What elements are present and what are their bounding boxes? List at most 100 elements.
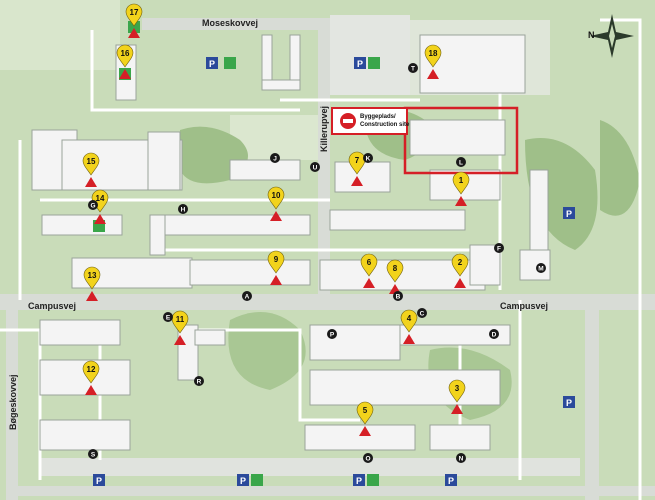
parking-icon — [353, 474, 365, 486]
svg-text:P: P — [240, 476, 246, 486]
accessible-parking-icon — [368, 57, 380, 69]
parking-icon — [563, 396, 575, 408]
building-marker-7[interactable]: 7 — [348, 151, 366, 186]
compass-north-label: N — [588, 30, 595, 40]
entrance-label: C — [420, 311, 425, 318]
building-marker-2[interactable]: 2 — [451, 253, 469, 288]
entrance-j[interactable]: J — [270, 153, 280, 163]
parking-icon — [445, 474, 457, 486]
entrance-label: U — [313, 165, 318, 172]
building-marker-label: 18 — [429, 49, 438, 58]
building-marker-label: 15 — [87, 157, 96, 166]
entrance-label: S — [91, 452, 96, 459]
entrance-e[interactable]: E — [163, 312, 173, 322]
entrance-a[interactable]: A — [242, 291, 252, 301]
entrance-f[interactable]: F — [494, 243, 504, 253]
building-marker-1[interactable]: 1 — [452, 171, 470, 206]
svg-text:P: P — [209, 59, 215, 69]
accessible-parking-icon — [367, 474, 379, 486]
entrance-label: N — [459, 456, 464, 463]
entrance-u[interactable]: U — [310, 162, 320, 172]
svg-text:P: P — [96, 476, 102, 486]
entrance-label: H — [181, 207, 186, 214]
building-marker-label: 10 — [272, 191, 281, 200]
entrance-label: K — [366, 156, 371, 163]
entrance-label: F — [497, 246, 501, 253]
entrance-c[interactable]: C — [417, 308, 427, 318]
street-label-killerupvej: Killerupvej — [319, 105, 329, 152]
construction-site-label-1: Byggeplads/ — [360, 114, 396, 120]
building-marker-12[interactable]: 12 — [82, 360, 100, 395]
building-marker-label: 1 — [459, 176, 464, 185]
building-marker-label: 11 — [176, 315, 185, 324]
building-marker-16[interactable]: 16 — [116, 44, 134, 79]
entrance-o[interactable]: O — [363, 453, 373, 463]
parking-icon — [237, 474, 249, 486]
building-marker-9[interactable]: 9 — [267, 250, 285, 285]
accessible-parking-icon — [251, 474, 263, 486]
building-marker-18[interactable]: 18 — [424, 44, 442, 79]
entrance-n[interactable]: N — [456, 453, 466, 463]
building-marker-label: 14 — [96, 194, 105, 203]
parking-icon — [354, 57, 366, 69]
entrance-g[interactable]: G — [88, 200, 98, 210]
building-marker-label: 9 — [274, 255, 279, 264]
entrance-t[interactable]: T — [408, 63, 418, 73]
entrance-p[interactable]: P — [327, 329, 337, 339]
building-marker-label: 3 — [455, 384, 460, 393]
entrance-m[interactable]: M — [536, 263, 546, 273]
svg-text:P: P — [357, 59, 363, 69]
svg-text:P: P — [566, 398, 572, 408]
road-killerupvej — [318, 18, 330, 296]
entrance-k[interactable]: K — [363, 153, 373, 163]
building-marker-label: 16 — [121, 49, 130, 58]
entrance-label: L — [459, 160, 463, 167]
building-marker-13[interactable]: 13 — [83, 266, 101, 301]
parking-icon — [93, 474, 105, 486]
building-marker-label: 2 — [458, 258, 463, 267]
building-marker-label: 13 — [88, 271, 97, 280]
entrance-label: O — [365, 456, 370, 463]
road-moseskovvej — [142, 18, 327, 30]
entrance-label: A — [245, 294, 250, 301]
entrance-label: E — [166, 315, 171, 322]
entrance-label: T — [411, 66, 415, 73]
entrance-b[interactable]: B — [393, 291, 403, 301]
building-marker-label: 8 — [393, 264, 398, 273]
building-marker-label: 6 — [367, 258, 372, 267]
parking-icon — [206, 57, 218, 69]
building-marker-6[interactable]: 6 — [360, 253, 378, 288]
svg-text:P: P — [448, 476, 454, 486]
street-label-campusvej-left: Campusvej — [28, 301, 77, 311]
building-marker-label: 4 — [407, 314, 412, 323]
svg-text:P: P — [566, 209, 572, 219]
building-marker-17[interactable]: 17 — [125, 3, 143, 38]
building-marker-label: 5 — [363, 406, 368, 415]
entrance-label: P — [330, 332, 335, 339]
entrance-label: R — [197, 379, 202, 386]
entrance-r[interactable]: R — [194, 376, 204, 386]
entrance-label: D — [492, 332, 497, 339]
building-marker-label: 17 — [130, 8, 139, 17]
construction-site-label-2: Construction site — [360, 122, 410, 128]
building-marker-15[interactable]: 15 — [82, 152, 100, 187]
entrance-d[interactable]: D — [489, 329, 499, 339]
building-marker-5[interactable]: 5 — [356, 401, 374, 436]
entrance-s[interactable]: S — [88, 449, 98, 459]
building-marker-label: 12 — [87, 365, 96, 374]
entrance-h[interactable]: H — [178, 204, 188, 214]
entrance-label: J — [273, 156, 277, 163]
building-marker-4[interactable]: 4 — [400, 309, 418, 344]
building-marker-10[interactable]: 10 — [267, 186, 285, 221]
building-marker-11[interactable]: 11 — [171, 310, 189, 345]
entrance-label: G — [90, 203, 95, 210]
street-label-campusvej-right: Campusvej — [500, 301, 549, 311]
building-marker-3[interactable]: 3 — [448, 379, 466, 414]
road-campusvej — [0, 294, 655, 310]
entrance-l[interactable]: L — [456, 157, 466, 167]
accessible-parking-icon — [224, 57, 236, 69]
entrance-label: B — [396, 294, 401, 301]
building-marker-label: 7 — [355, 156, 360, 165]
